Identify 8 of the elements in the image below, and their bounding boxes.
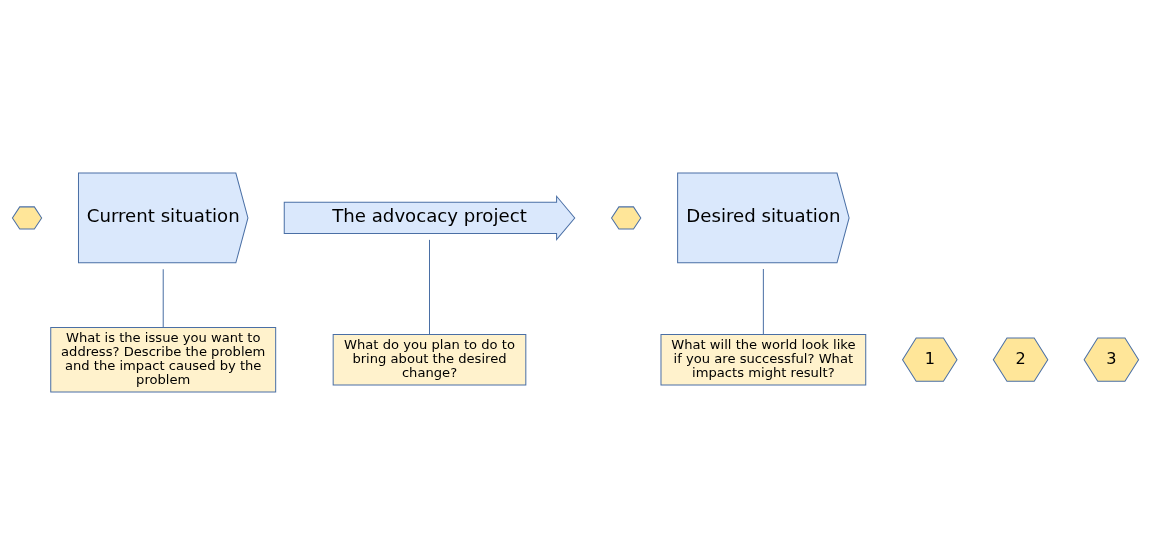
connector — [162, 268, 164, 328]
connector — [429, 239, 430, 335]
node-box: What do you plan to do to bring about the desired change? — [332, 333, 527, 386]
node-hexagon — [11, 206, 43, 230]
node-box: What is the issue you want to address? Describe the problem and the impact caused by the problem — [50, 326, 277, 393]
node-hexagon — [610, 206, 642, 230]
node-box: What will the world look like if you are successful? What impacts might result? — [660, 333, 867, 386]
connector — [762, 268, 764, 335]
